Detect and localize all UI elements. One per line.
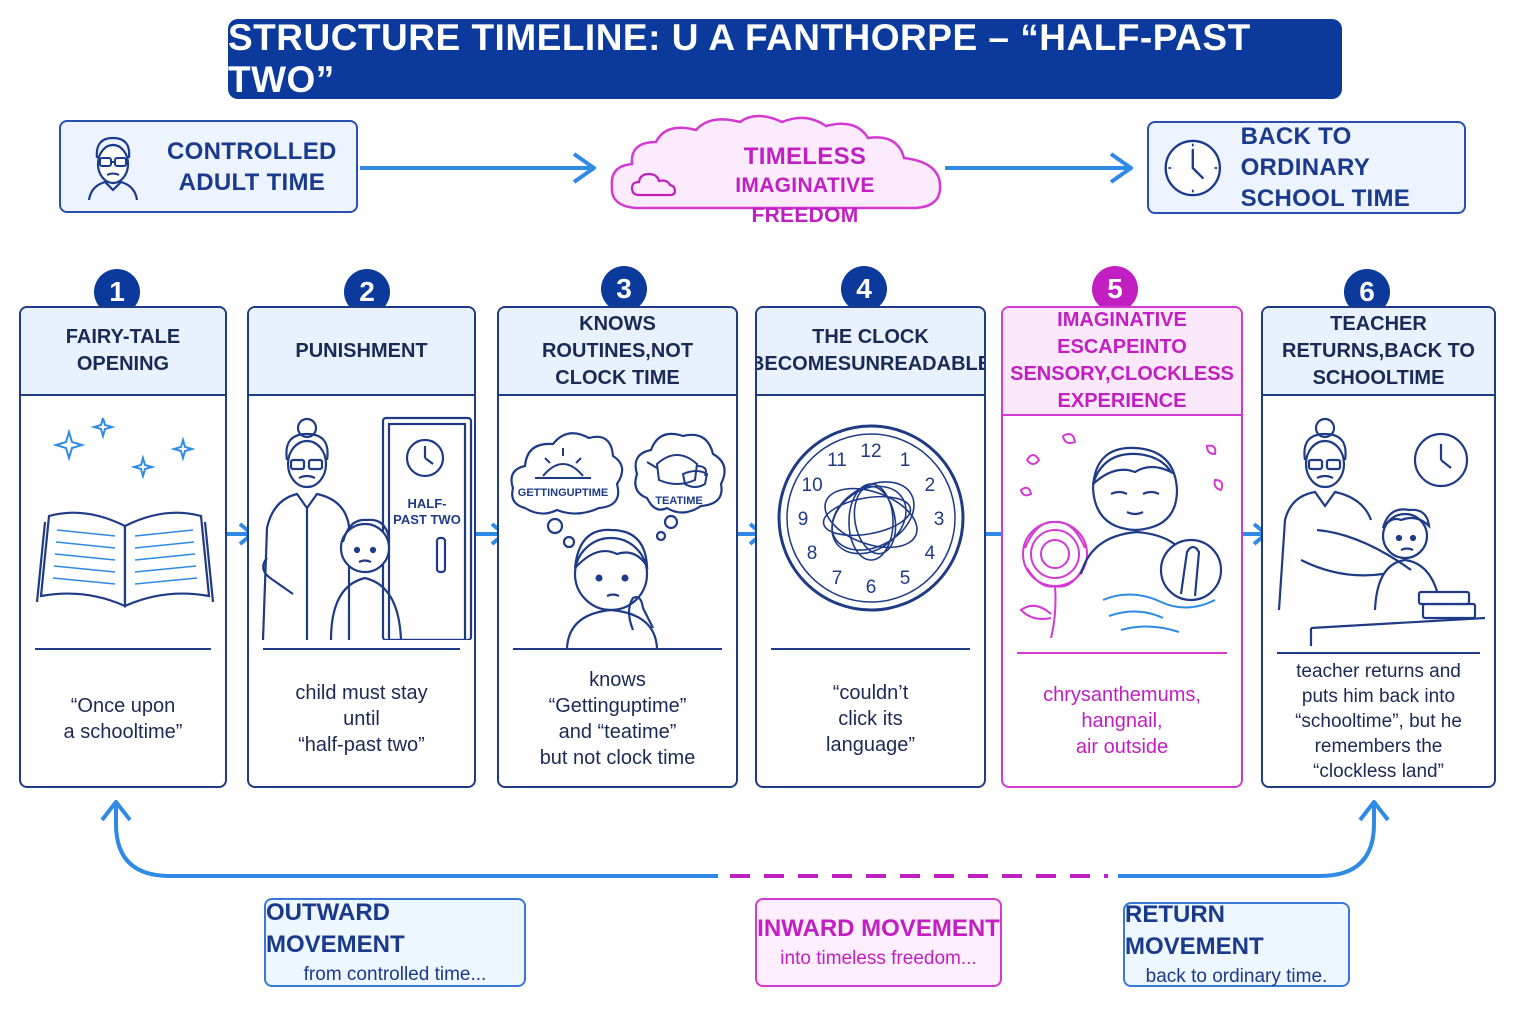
clock-numeral: 11	[827, 450, 847, 471]
clock-numeral: 7	[832, 568, 843, 589]
thinking-child-icon: GETTINGUPTIME TEATIME	[510, 432, 726, 648]
phase-back-to-school-time: BACK TO ORDINARY SCHOOL TIME	[1147, 121, 1466, 214]
movement-return-sub: back to ordinary time.	[1145, 965, 1328, 987]
phase-arrows	[360, 152, 1133, 184]
cloud-icon	[630, 172, 676, 197]
open-book-icon	[35, 418, 215, 608]
phase-middle-line1: TIMELESS	[743, 143, 867, 170]
clock-numeral: 10	[802, 475, 823, 496]
movement-inward-sub: into timeless freedom...	[780, 947, 977, 969]
step-panel-3: KNOWS ROUTINES,NOT CLOCK TIME GETTINGUPT…	[497, 306, 738, 788]
step-caption-3: knows“Gettinguptime”and “teatime”but not…	[539, 669, 696, 769]
page-title: STRUCTURE TIMELINE: U A FANTHORPE – “HAL…	[228, 17, 1342, 100]
step-heading-4: THE CLOCK BECOMESUNREADABLE	[757, 308, 984, 396]
clock-icon	[1164, 139, 1222, 196]
movement-arc	[100, 800, 1390, 878]
phase-right-line2: SCHOOL TIME	[1240, 185, 1411, 212]
movement-outward-title: OUTWARD MOVEMENT	[266, 898, 405, 958]
movement-outward-sub: from controlled time...	[303, 963, 487, 985]
step-caption-5: chrysanthemums,hangnail,air outside	[1043, 684, 1201, 758]
movement-return-title: RETURN MOVEMENT	[1125, 900, 1264, 960]
gettinguptime-bubble: GETTINGUPTIME	[518, 487, 608, 499]
step-panel-6: TEACHER RETURNS,BACK TO SCHOOLTIME teach…	[1261, 306, 1496, 788]
step-panel-5: IMAGINATIVE ESCAPEINTO SENSORY,CLOCKLESS…	[1001, 306, 1243, 788]
step-heading-6: TEACHER RETURNS,BACK TO SCHOOLTIME	[1263, 308, 1494, 396]
phase-middle-line2: IMAGINATIVE FREEDOM	[735, 174, 875, 227]
timeless-cloud	[610, 114, 942, 210]
step-number-4: 4	[841, 266, 887, 312]
clock-numeral: 9	[798, 509, 809, 530]
step-heading-5: IMAGINATIVE ESCAPEINTO SENSORY,CLOCKLESS…	[1003, 308, 1241, 416]
door-sign-line2: PAST TWO	[393, 512, 461, 527]
step-panel-2: PUNISHMENT HALF- PAST TWO child must	[247, 306, 476, 788]
dreaming-child-icon	[1019, 433, 1224, 639]
clock-numeral: 1	[900, 450, 911, 471]
phase-right-line1: BACK TO ORDINARY	[1240, 123, 1371, 181]
clock-numeral: 8	[807, 543, 818, 564]
movement-inward-title: INWARD MOVEMENT	[757, 914, 1000, 942]
phase-left-line1: CONTROLLED	[167, 137, 337, 165]
phase-controlled-adult-time: CONTROLLED ADULT TIME	[59, 120, 358, 213]
teacher-and-child-icon: HALF- PAST TWO	[261, 416, 473, 640]
movement-outward: OUTWARD MOVEMENT from controlled time...	[264, 898, 526, 987]
step-heading-2: PUNISHMENT	[249, 308, 474, 396]
step-number-5: 5	[1092, 266, 1138, 312]
clock-numeral: 2	[925, 475, 936, 496]
door-sign-line1: HALF-	[408, 496, 447, 511]
step-number-3: 3	[601, 266, 647, 312]
clock-numeral: 12	[860, 441, 881, 462]
clock-numeral: 6	[866, 577, 877, 598]
step-heading-3: KNOWS ROUTINES,NOT CLOCK TIME	[499, 308, 736, 396]
adult-face-icon	[87, 136, 139, 200]
phase-left-line2: ADULT TIME	[178, 168, 326, 196]
step-heading-1: FAIRY-TALE OPENING	[21, 308, 225, 396]
movement-inward: INWARD MOVEMENT into timeless freedom...	[755, 898, 1002, 987]
clock-numeral: 5	[900, 568, 911, 589]
teatime-bubble: TEATIME	[655, 495, 702, 507]
clock-numeral: 3	[934, 509, 945, 530]
clock-numeral: 4	[925, 543, 936, 564]
movement-return: RETURN MOVEMENT back to ordinary time.	[1123, 900, 1350, 987]
teacher-returns-icon	[1277, 417, 1486, 646]
